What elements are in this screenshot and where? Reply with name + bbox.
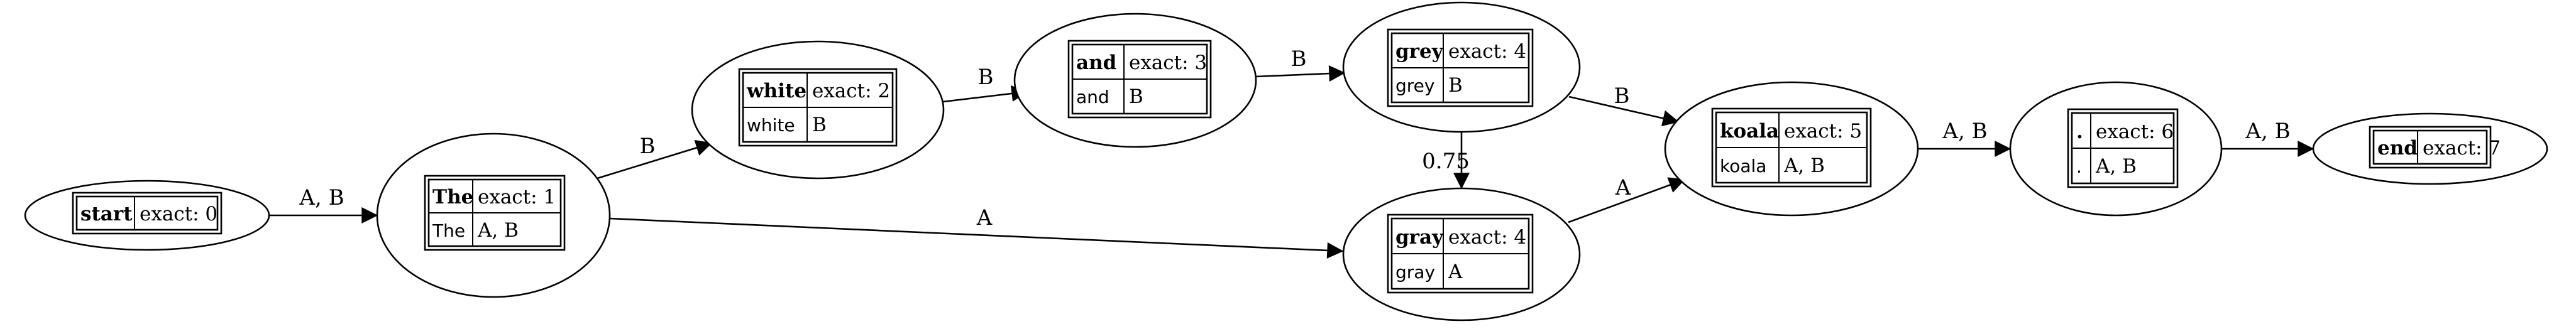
edge-gray-koala: A bbox=[1568, 175, 1686, 224]
node-the-word: The bbox=[432, 186, 473, 208]
node-grey-glyph: grey bbox=[1395, 75, 1434, 96]
node-end-inner-box bbox=[2372, 129, 2488, 165]
node-grey: grey exact: 4 grey B bbox=[1342, 1, 1581, 133]
node-koala-glyph: koala bbox=[1720, 156, 1766, 176]
node-the: The exact: 1 The A, B bbox=[376, 132, 611, 298]
node-period-box bbox=[2067, 108, 2179, 188]
node-grey-box bbox=[1387, 28, 1534, 107]
node-start-box bbox=[72, 191, 223, 235]
node-end: end exact: 7 bbox=[2312, 112, 2548, 185]
node-white-ellipse bbox=[691, 40, 945, 180]
node-start-inner-box bbox=[75, 195, 219, 231]
node-period-glyph: . bbox=[2076, 156, 2082, 177]
node-start: start exact: 0 bbox=[24, 180, 270, 251]
node-white-exact: exact: 2 bbox=[812, 80, 890, 102]
node-the-box bbox=[424, 175, 566, 251]
edge-the-white: B bbox=[595, 134, 713, 180]
node-grey-word: grey bbox=[1395, 40, 1444, 63]
edge-label-grey-koala: B bbox=[1614, 84, 1630, 109]
node-and-ellipse bbox=[1013, 13, 1257, 148]
node-gray-box bbox=[1387, 213, 1534, 294]
node-the-ellipse bbox=[376, 132, 611, 298]
edge-line-the-white bbox=[595, 139, 713, 180]
edge-label-period-end: A, B bbox=[2245, 119, 2290, 144]
node-and-tags: B bbox=[1129, 85, 1143, 108]
edge-white-and: B bbox=[942, 65, 1028, 103]
node-end-box bbox=[2369, 126, 2492, 169]
node-grey-exact: exact: 4 bbox=[1448, 40, 1526, 63]
node-gray-exact: exact: 4 bbox=[1448, 226, 1526, 249]
node-the-glyph: The bbox=[432, 220, 465, 241]
edge-koala-period: A, B bbox=[1918, 119, 2012, 157]
node-koala-ellipse bbox=[1664, 81, 1919, 217]
node-end-ellipse bbox=[2312, 112, 2548, 185]
node-period-word: . bbox=[2076, 121, 2083, 143]
edge-line-and-grey bbox=[1255, 65, 1346, 82]
node-white: white exact: 2 white B bbox=[691, 40, 945, 180]
node-koala-box bbox=[1711, 107, 1872, 188]
edge-label-and-grey: B bbox=[1291, 46, 1307, 72]
node-and-word: and bbox=[1076, 51, 1116, 74]
node-grey-tags: B bbox=[1448, 74, 1463, 97]
edge-the-gray: A bbox=[609, 205, 1344, 259]
edge-label-the-gray: A bbox=[976, 205, 993, 230]
edges-layer: A, B B A B B 0.75 B A A, B A, B bbox=[269, 46, 2315, 259]
node-gray: gray exact: 4 gray A bbox=[1342, 187, 1581, 321]
node-gray-tags: A bbox=[1448, 261, 1463, 283]
node-and-glyph: and bbox=[1076, 87, 1109, 107]
edge-line-gray-koala bbox=[1568, 177, 1686, 224]
node-and-exact: exact: 3 bbox=[1129, 51, 1207, 74]
edge-and-grey: B bbox=[1255, 46, 1346, 82]
edge-line-white-and bbox=[942, 85, 1028, 103]
node-koala: koala exact: 5 koala A, B bbox=[1664, 81, 1919, 217]
edge-label-start-the: A, B bbox=[299, 185, 344, 210]
edge-line-the-gray bbox=[609, 217, 1344, 259]
node-koala-tags: A, B bbox=[1783, 154, 1825, 177]
node-white-glyph: white bbox=[747, 115, 795, 136]
edge-grey-koala: B bbox=[1568, 84, 1680, 127]
node-and-box bbox=[1067, 40, 1212, 119]
node-end-exact: exact: 7 bbox=[2423, 137, 2501, 159]
node-gray-glyph: gray bbox=[1395, 262, 1435, 283]
edge-start-the: A, B bbox=[269, 185, 378, 224]
node-koala-exact: exact: 5 bbox=[1784, 120, 1862, 143]
node-period-tags: A, B bbox=[2095, 155, 2137, 178]
node-period: . exact: 6 . A, B bbox=[2009, 81, 2223, 217]
node-koala-word: koala bbox=[1720, 120, 1779, 143]
node-start-exact: exact: 0 bbox=[140, 203, 217, 225]
node-white-word: white bbox=[746, 80, 806, 102]
node-the-exact: exact: 1 bbox=[478, 186, 556, 208]
edge-period-end: A, B bbox=[2221, 119, 2315, 157]
edge-line-grey-koala bbox=[1568, 95, 1680, 127]
node-period-exact: exact: 6 bbox=[2096, 121, 2174, 143]
edge-grey-gray: 0.75 bbox=[1422, 132, 1470, 190]
node-gray-word: gray bbox=[1395, 226, 1444, 249]
edge-label-gray-koala: A bbox=[1615, 175, 1631, 200]
node-white-box bbox=[738, 68, 898, 147]
node-end-word: end bbox=[2377, 137, 2418, 159]
node-white-tags: B bbox=[812, 114, 827, 136]
node-start-ellipse bbox=[24, 180, 270, 251]
edge-label-white-and: B bbox=[978, 65, 994, 90]
edge-label-the-white: B bbox=[640, 134, 656, 159]
node-start-word: start bbox=[80, 203, 133, 225]
edge-label-grey-gray: 0.75 bbox=[1422, 149, 1470, 174]
node-and: and exact: 3 and B bbox=[1013, 13, 1257, 148]
edge-label-koala-period: A, B bbox=[1942, 119, 1987, 144]
node-the-tags: A, B bbox=[477, 219, 519, 242]
